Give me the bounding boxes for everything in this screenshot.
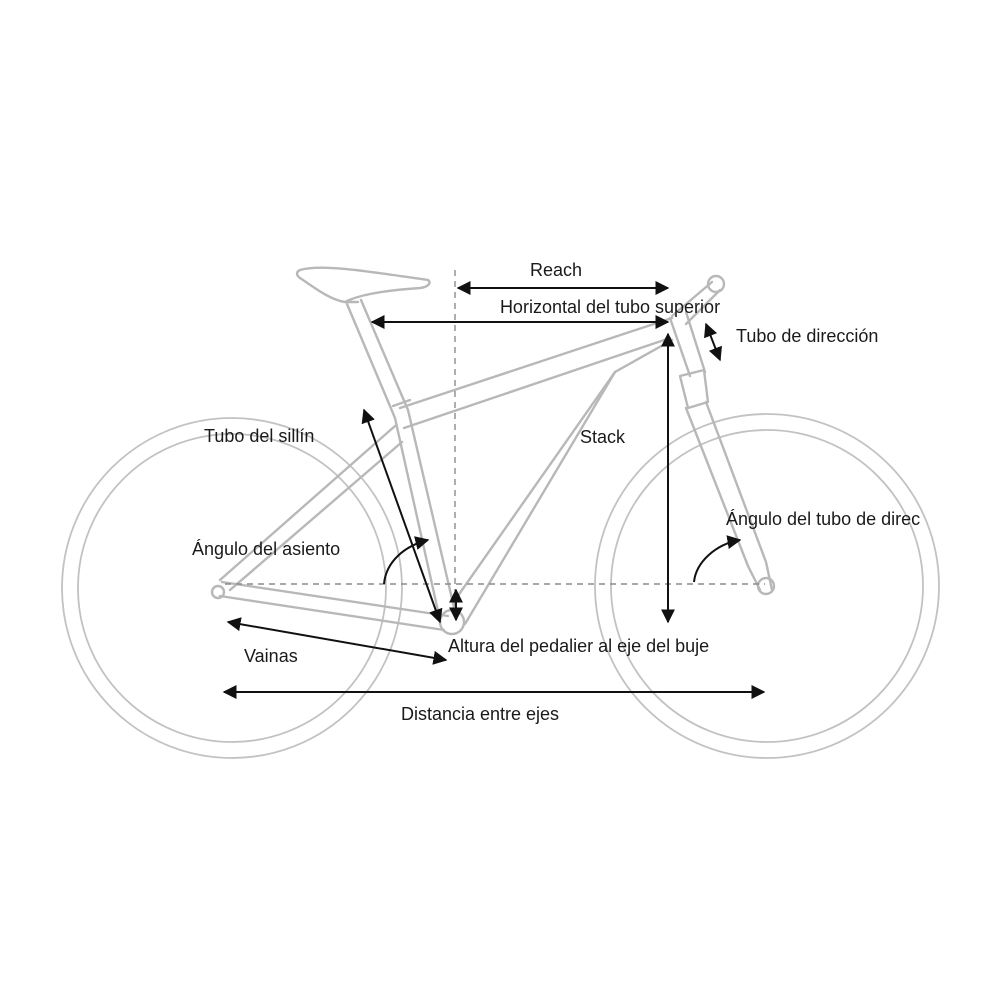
seat-angle-label: Ángulo del asiento (192, 539, 340, 559)
rear-triangle (210, 424, 450, 632)
reach-label: Reach (530, 260, 582, 280)
head-tube-label: Tubo de dirección (736, 326, 878, 346)
labels: Reach Horizontal del tubo superior Tubo … (192, 260, 920, 724)
chainstays-label: Vainas (244, 646, 298, 666)
front-wheel (594, 413, 940, 759)
head-angle-label: Ángulo del tubo de direc (726, 509, 920, 529)
stem-handlebar (670, 274, 726, 326)
seat-tube-arrow (361, 408, 443, 624)
seat-tube-label: Tubo del sillín (204, 426, 314, 446)
head-angle-arc (693, 535, 742, 583)
head-tube-arrow (704, 322, 722, 362)
bb-drop-label: Altura del pedalier al eje del buje (448, 636, 709, 656)
saddle (295, 266, 431, 304)
dimension-arrows (222, 281, 766, 699)
seat-angle-arc (383, 536, 430, 585)
top-tube-horizontal-label: Horizontal del tubo superior (500, 297, 720, 317)
stack-label: Stack (580, 427, 626, 447)
down-tube (453, 338, 674, 626)
top-tube (398, 316, 674, 430)
bottom-bracket (438, 608, 466, 636)
chainstay-arrow (226, 617, 448, 665)
wheelbase-label: Distancia entre ejes (401, 704, 559, 724)
